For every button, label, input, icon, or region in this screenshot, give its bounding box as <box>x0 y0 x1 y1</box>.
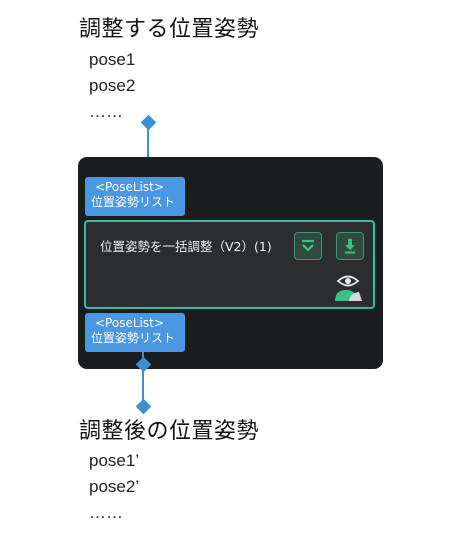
input-port-name: 位置姿勢リスト <box>91 195 176 209</box>
collapse-icon <box>302 239 314 252</box>
input-pose-item: pose2 <box>89 76 136 95</box>
download-button[interactable] <box>336 232 364 260</box>
output-port-name: 位置姿勢リスト <box>91 331 176 345</box>
input-pose-item: …… <box>89 102 123 121</box>
input-port[interactable]: <PoseList> 位置姿勢リスト <box>85 177 185 216</box>
step-name: 位置姿勢を一括調整（V2）(1) <box>100 239 272 254</box>
output-connector-diamond-bottom[interactable] <box>135 398 152 415</box>
output-pose-list: pose1’ pose2’ …… <box>89 448 139 526</box>
output-pose-item: pose1’ <box>89 451 140 470</box>
download-icon <box>345 239 355 254</box>
output-port[interactable]: <PoseList> 位置姿勢リスト <box>85 313 185 352</box>
output-pose-item: pose2’ <box>89 477 140 496</box>
output-title: 調整後の位置姿勢 <box>79 419 260 444</box>
input-pose-item: pose1 <box>89 50 136 69</box>
output-pose-item: …… <box>89 503 123 522</box>
output-connector-line <box>142 352 144 406</box>
input-title: 調整する位置姿勢 <box>79 17 260 42</box>
input-port-type: <PoseList> <box>95 180 164 194</box>
input-pose-list: pose1 pose2 …… <box>89 47 135 125</box>
output-port-type: <PoseList> <box>95 316 164 330</box>
eye-person-icon[interactable] <box>333 272 363 302</box>
input-connector-line <box>147 124 149 178</box>
collapse-button[interactable] <box>294 232 322 260</box>
input-connector-diamond-top[interactable] <box>140 114 157 131</box>
step-box[interactable]: 位置姿勢を一括調整（V2）(1) <box>84 220 375 309</box>
